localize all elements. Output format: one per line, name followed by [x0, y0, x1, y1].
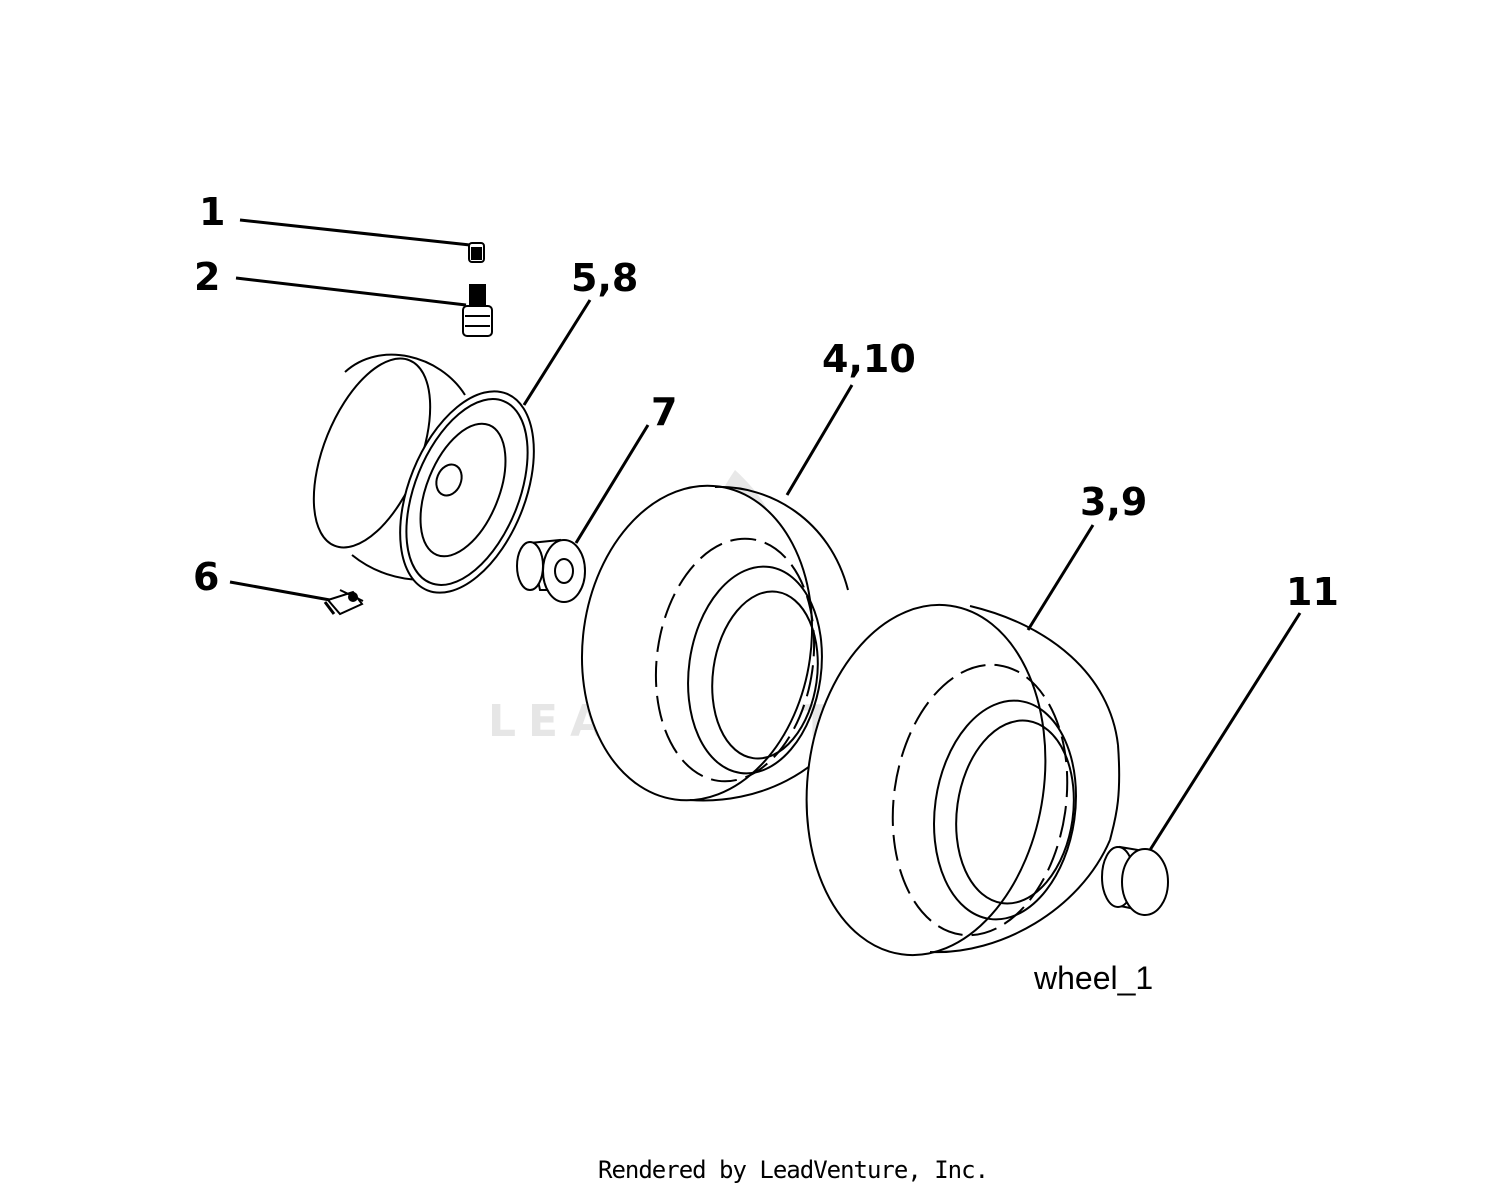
part-4-10-tire — [580, 484, 849, 802]
callout-6: 6 — [193, 555, 219, 599]
callouts: 1 2 5,8 4,10 7 3,9 11 6 — [193, 190, 1339, 614]
callout-4-10: 4,10 — [822, 337, 916, 381]
callout-1: 1 — [199, 190, 225, 234]
part-1-valve-cap — [468, 242, 485, 263]
part-3-9-tire — [805, 603, 1121, 957]
part-7-bushing — [516, 538, 586, 603]
part-2-valve-stem — [462, 284, 493, 337]
callout-5-8: 5,8 — [571, 256, 638, 300]
part-11-cap — [1101, 845, 1169, 916]
footer-credit: Rendered by LeadVenture, Inc. — [598, 1156, 988, 1184]
callout-2: 2 — [194, 255, 220, 299]
callout-3-9: 3,9 — [1080, 480, 1147, 524]
part-5-8-rim — [312, 353, 535, 594]
leader-lines — [229, 218, 1302, 851]
part-6-bolt — [323, 589, 364, 616]
figure-id: wheel_1 — [1033, 960, 1153, 996]
callout-11: 11 — [1286, 570, 1339, 614]
callout-7: 7 — [651, 390, 677, 434]
